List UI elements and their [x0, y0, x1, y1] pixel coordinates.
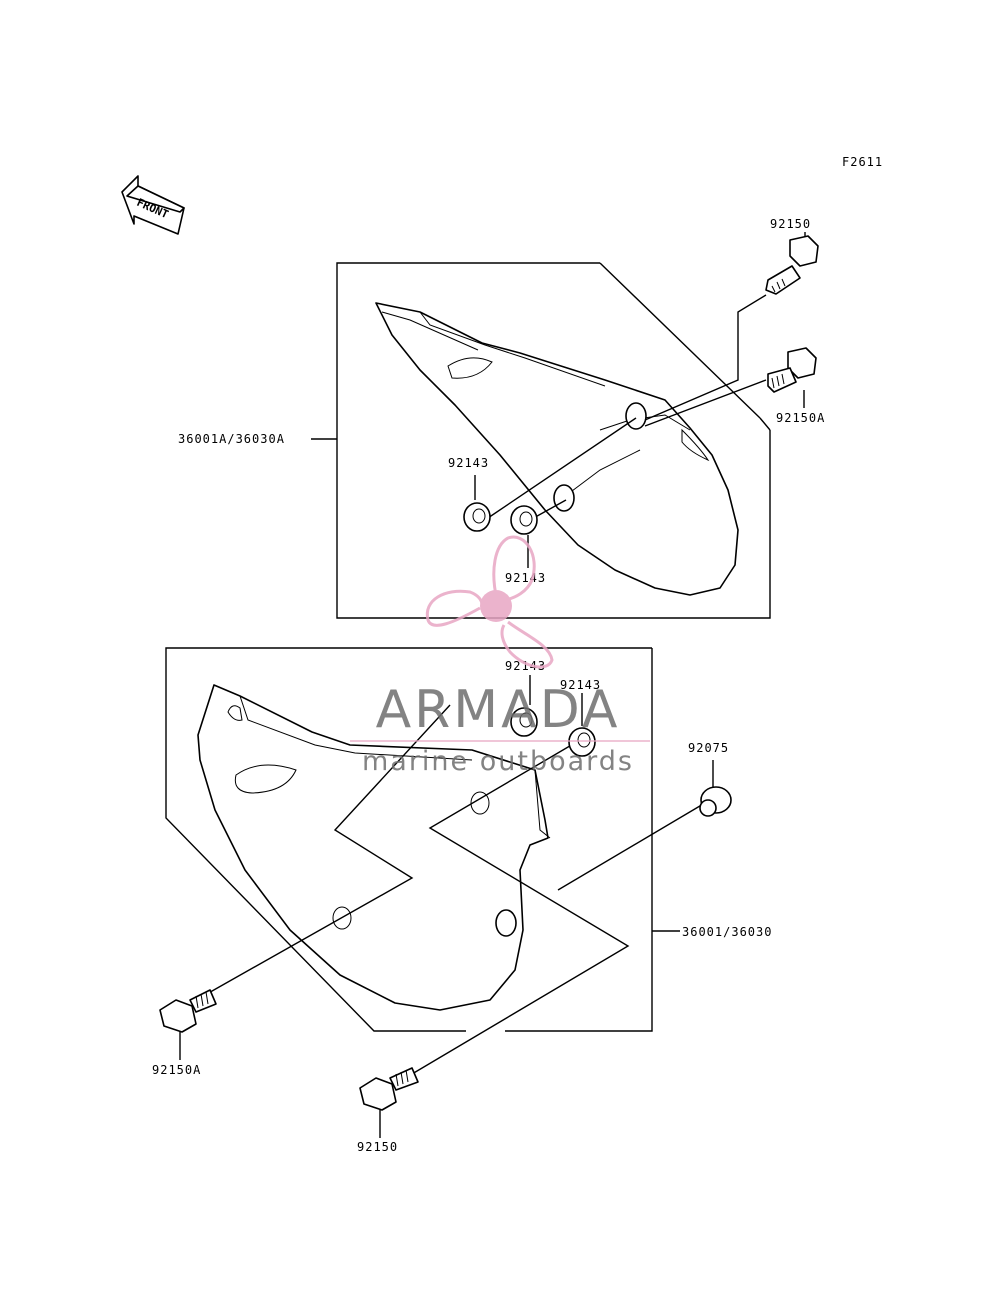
- armada-watermark: ARMADA marine outboards: [350, 535, 650, 777]
- bolt-bottom-a-icon: [159, 989, 217, 1033]
- watermark-brand: ARMADA: [376, 680, 621, 740]
- label-92150a-top: 92150A: [776, 411, 825, 425]
- grommet-lower-right-icon: [568, 727, 596, 757]
- grommet-lower-left-icon: [510, 707, 538, 737]
- propeller-logo-icon: [425, 535, 554, 669]
- front-arrow-icon: FRONT: [121, 175, 185, 235]
- upper-leaders: [311, 232, 806, 568]
- damper-icon: [699, 786, 732, 817]
- upper-side-cover: [375, 302, 739, 596]
- bolt-top-icon: [765, 235, 819, 295]
- label-92143-upper-left: 92143: [448, 456, 489, 470]
- grommet-upper-left-icon: [463, 502, 491, 532]
- label-92143-lower-right: 92143: [560, 678, 601, 692]
- label-36001-36030: 36001/36030: [682, 925, 772, 939]
- propeller-hub-icon: [480, 590, 512, 622]
- bolt-top-a-icon: [767, 347, 817, 393]
- label-92150-top: 92150: [770, 217, 811, 231]
- grommet-upper-bottom-icon: [510, 505, 538, 535]
- label-92143-lower-left: 92143: [505, 659, 546, 673]
- label-92150-bottom: 92150: [357, 1140, 398, 1154]
- label-92150a-bottom: 92150A: [152, 1063, 201, 1077]
- label-92143-upper-bottom: 92143: [505, 571, 546, 585]
- watermark-tagline: marine outboards: [362, 746, 634, 777]
- figure-code: F2611: [842, 155, 883, 169]
- label-92075: 92075: [688, 741, 729, 755]
- lower-leaders: [179, 675, 714, 1138]
- label-36001a-36030a: 36001A/36030A: [178, 432, 285, 446]
- bolt-bottom-icon: [359, 1067, 419, 1111]
- lower-group-frame: [165, 647, 653, 1032]
